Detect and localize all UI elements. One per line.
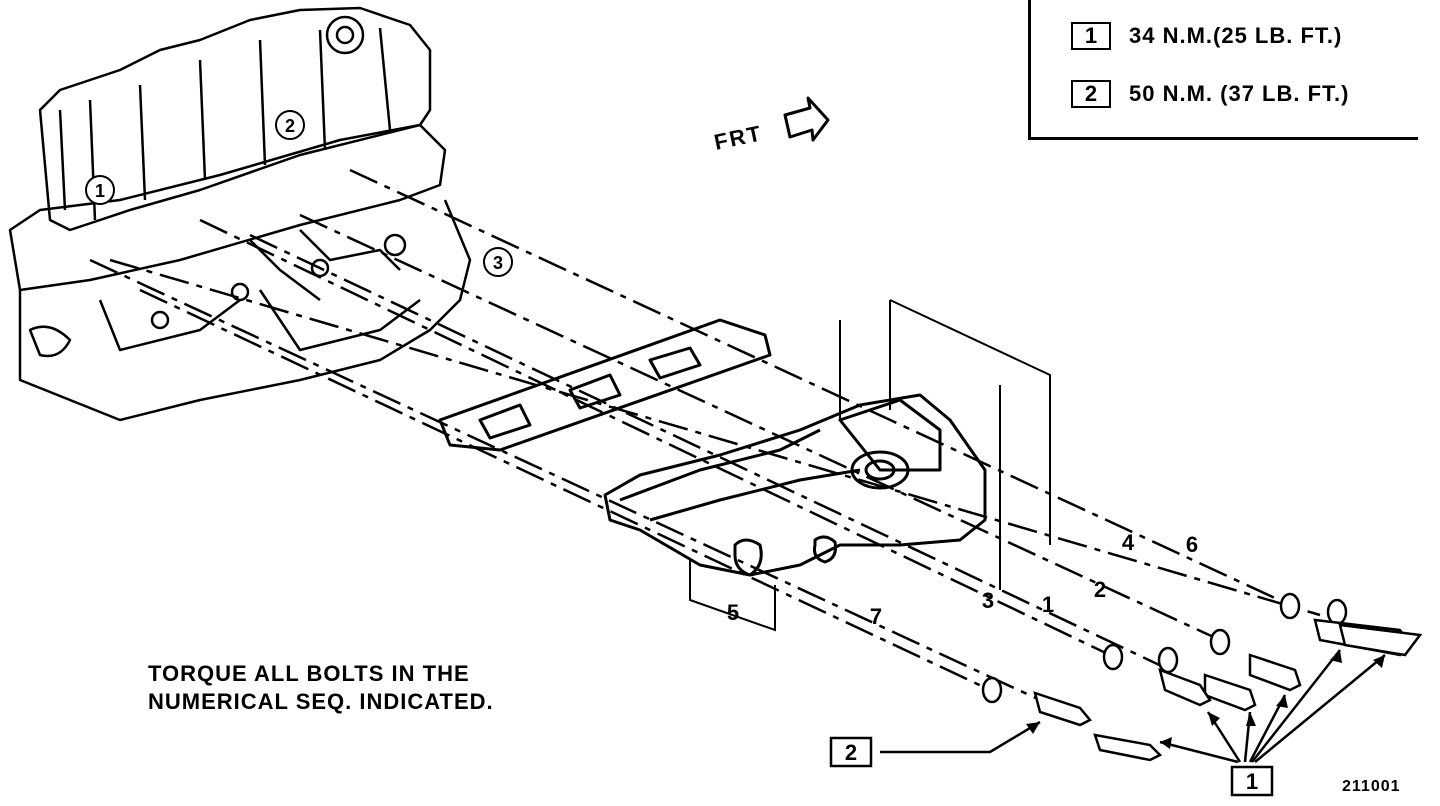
front-direction-indicator: FRT [712, 96, 830, 155]
legend-callout-1: 1 [1071, 22, 1111, 50]
legend-text-2: 50 N.M. (37 LB. FT.) [1129, 81, 1350, 106]
front-arrow-icon [783, 96, 830, 142]
cylinder-markers: 1 2 3 [85, 110, 513, 277]
callout-torque-1-label: 1 [1246, 769, 1258, 794]
legend-text-1: 34 N.M.(25 LB. FT.) [1129, 23, 1343, 48]
cylinder-label-1: 1 [95, 181, 105, 201]
sequence-numbers: 1 2 3 4 5 6 7 [727, 530, 1198, 629]
sequence-label-1: 1 [1042, 592, 1054, 617]
manifold-gasket [438, 318, 772, 452]
legend-callout-2: 2 [1071, 80, 1111, 108]
front-label: FRT [712, 120, 765, 155]
callout-torque-1: 1 [1159, 649, 1386, 797]
callout-torque-2: 2 [829, 720, 1041, 768]
sequence-label-2: 2 [1094, 577, 1106, 602]
bolts-and-washers [981, 592, 1423, 762]
callout-torque-2-label: 2 [845, 740, 857, 765]
note-line-2: NUMERICAL SEQ. INDICATED. [148, 689, 494, 714]
sequence-label-5: 5 [727, 600, 739, 625]
cylinder-label-3: 3 [493, 253, 503, 273]
legend-row-2: 2 50 N.M. (37 LB. FT.) [1071, 80, 1349, 108]
note-line-1: TORQUE ALL BOLTS IN THE [148, 661, 470, 686]
sequence-brackets [689, 299, 1051, 632]
legend-row-1: 1 34 N.M.(25 LB. FT.) [1071, 22, 1342, 50]
bolt-centerlines [89, 168, 1321, 702]
sequence-label-7: 7 [870, 604, 882, 629]
engine-block [8, 6, 472, 422]
sequence-label-3: 3 [982, 588, 994, 613]
cylinder-label-2: 2 [285, 116, 295, 136]
sequence-label-6: 6 [1186, 532, 1198, 557]
torque-legend: 1 34 N.M.(25 LB. FT.) 2 50 N.M. (37 LB. … [1028, 0, 1418, 140]
torque-sequence-note: TORQUE ALL BOLTS IN THE NUMERICAL SEQ. I… [148, 660, 494, 716]
sequence-label-4: 4 [1122, 530, 1135, 555]
figure-number: 211001 [1342, 778, 1401, 795]
